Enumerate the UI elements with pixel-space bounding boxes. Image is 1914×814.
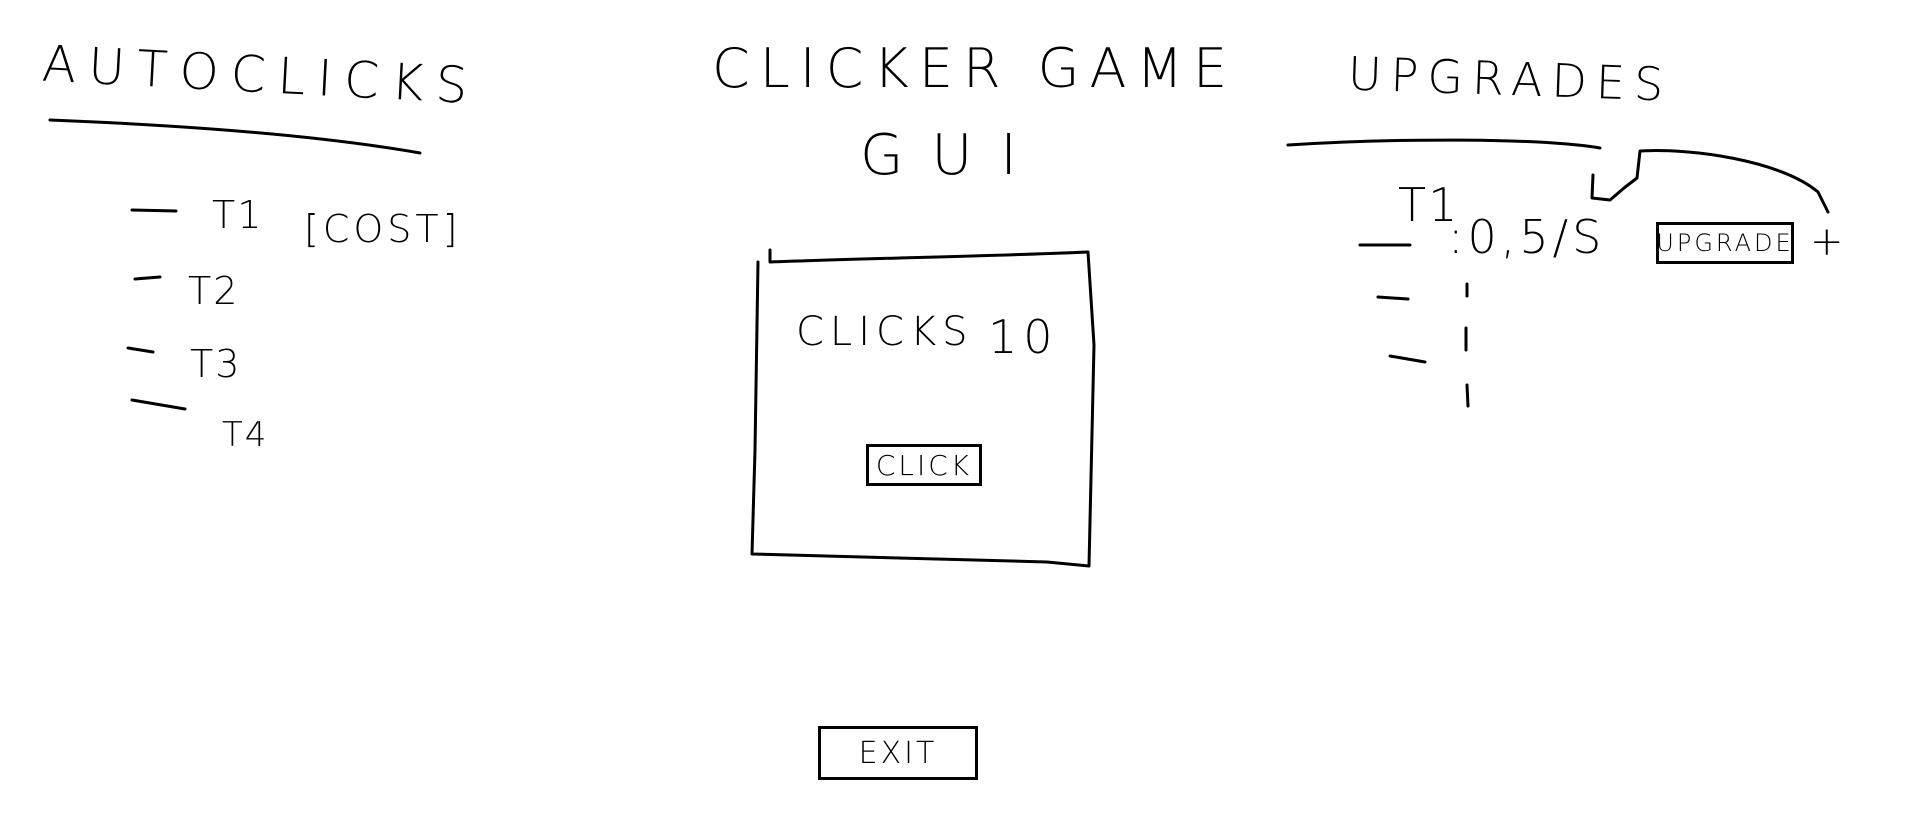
game-panel-frame — [750, 248, 1096, 568]
upgrade-tier-1: T1 — [1398, 178, 1460, 232]
tier-dash — [130, 208, 178, 213]
autoclick-tier-4[interactable]: T4 — [222, 415, 269, 455]
tier-dash — [133, 275, 162, 281]
upgrades-underline — [1286, 138, 1602, 150]
upgrade-dash — [1388, 354, 1427, 364]
upgrade-plus-icon[interactable]: + — [1810, 219, 1850, 265]
tier-dash — [126, 346, 155, 354]
upgrade-button[interactable]: UPGRADE — [1656, 222, 1794, 264]
ditto-mark — [1465, 383, 1470, 408]
upgrade-bracket — [1590, 149, 1830, 214]
upgrade-tier-1-rate: :0,5/S — [1448, 210, 1606, 264]
clicks-label: CLICKS — [796, 309, 974, 355]
upgrades-heading: UPGRADES — [1347, 46, 1674, 112]
page-title: CLICKER GAME — [712, 37, 1238, 100]
autoclicks-underline — [48, 118, 422, 155]
clicks-value: 10 — [988, 310, 1059, 364]
autoclick-tier-3[interactable]: T3 — [190, 342, 242, 386]
autoclick-tier-1[interactable]: T1 — [212, 193, 264, 237]
upgrade-dash — [1376, 295, 1410, 301]
autoclick-tier-2[interactable]: T2 — [188, 269, 240, 313]
click-button[interactable]: CLICK — [866, 444, 982, 486]
exit-button[interactable]: EXIT — [818, 726, 978, 780]
tier-dash — [130, 398, 187, 411]
page-subtitle: GUI — [860, 123, 1045, 188]
autoclick-tier-1-cost: [COST] — [304, 207, 462, 251]
